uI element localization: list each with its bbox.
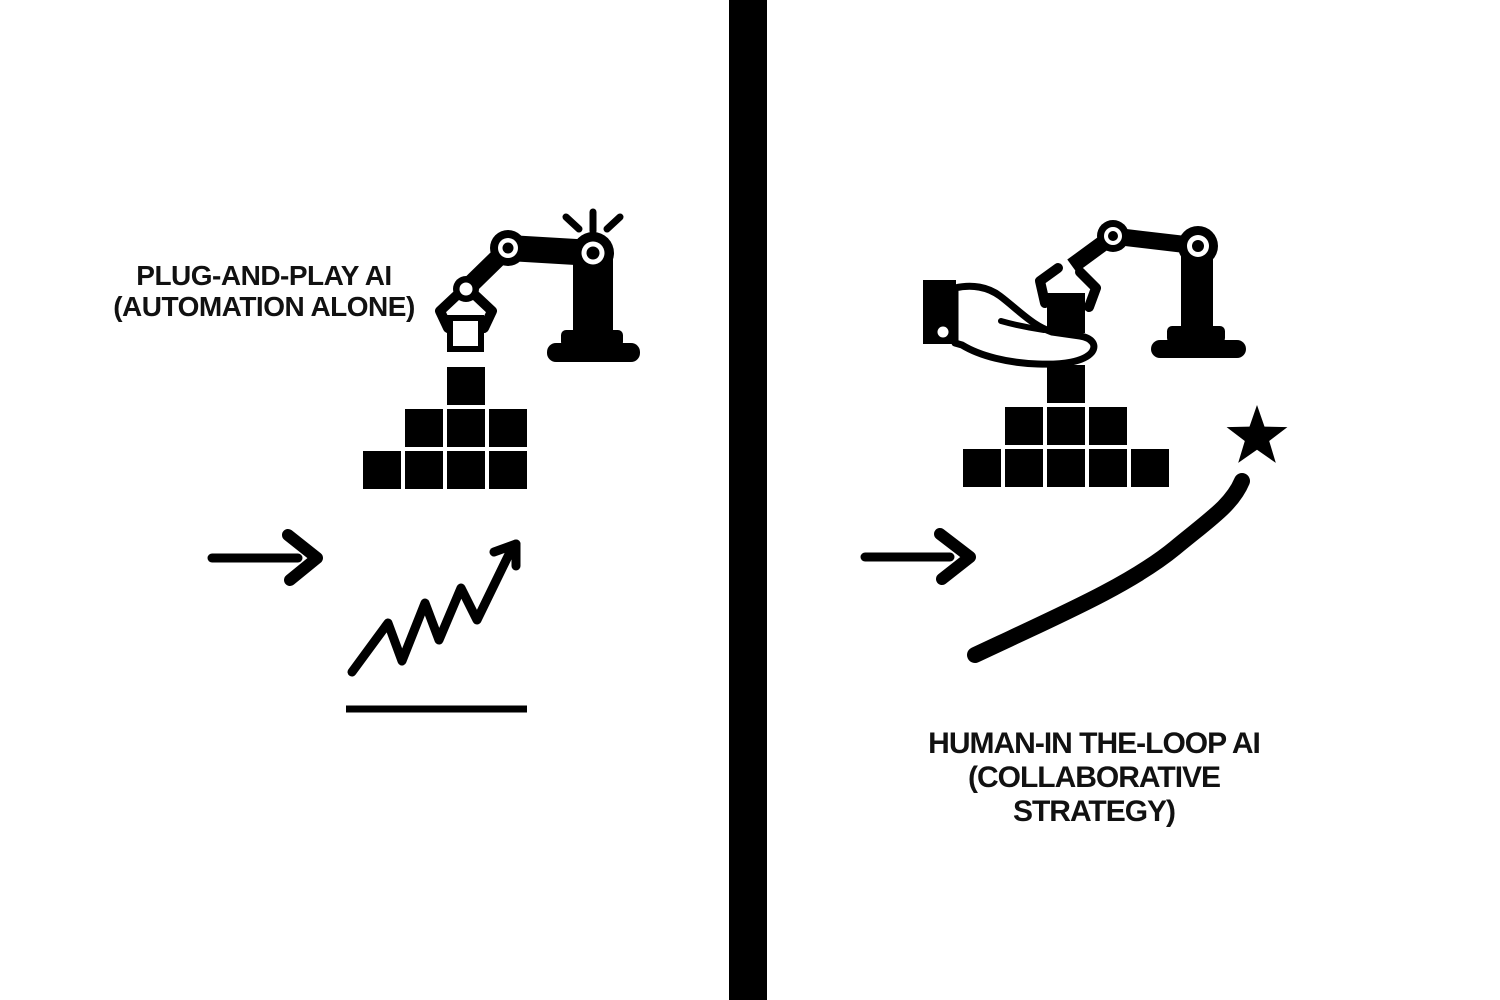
zigzag-growth-icon <box>346 539 527 713</box>
arrow-right-icon <box>207 529 323 586</box>
thumb-crease <box>998 318 1047 333</box>
gripper-claw <box>1075 267 1101 312</box>
left-title-line1: PLUG-AND-PLAY AI <box>136 260 392 291</box>
left-title-line2: (AUTOMATION ALONE) <box>113 291 415 322</box>
growth-to-star-icon <box>967 405 1288 663</box>
gripper-claw <box>1035 263 1063 308</box>
robot-arm-icon <box>435 208 640 362</box>
star-icon <box>1226 405 1288 463</box>
held-block-icon <box>447 315 484 352</box>
smooth-growth-curve-icon <box>967 473 1250 663</box>
block-pyramid-icon <box>963 365 1169 487</box>
right-panel-title: HUMAN-IN THE-LOOP AI (COLLABORATIVE STRA… <box>884 727 1304 829</box>
arrow-right-icon <box>860 528 976 585</box>
left-panel-title: PLUG-AND-PLAY AI (AUTOMATION ALONE) <box>94 260 434 322</box>
sparkle-icon <box>562 208 624 235</box>
divider-bar <box>729 0 767 1000</box>
block-pyramid-icon <box>363 367 527 489</box>
right-title-line1: HUMAN-IN THE-LOOP AI <box>928 727 1261 760</box>
right-title-line2: (COLLABORATIVE STRATEGY) <box>967 761 1221 828</box>
held-block-icon <box>1047 293 1085 333</box>
hand-and-robot-icon <box>923 220 1246 368</box>
